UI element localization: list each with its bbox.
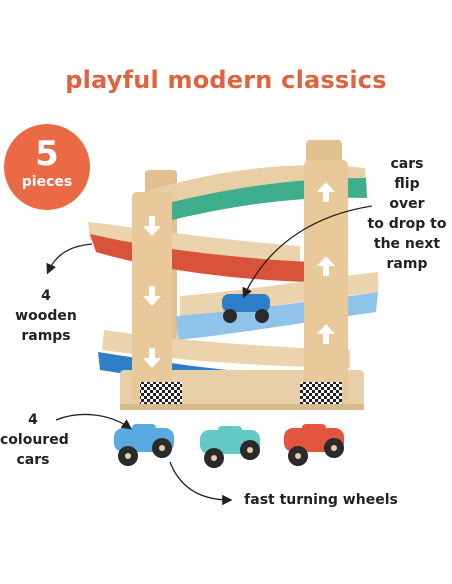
callout-line: 4 bbox=[41, 288, 51, 304]
curved-arrow-icon bbox=[242, 205, 373, 299]
callout-line: over bbox=[389, 196, 425, 212]
down-arrow-icon bbox=[143, 348, 161, 368]
curved-arrow-icon bbox=[46, 243, 93, 275]
callout-line: 4 bbox=[28, 412, 38, 428]
up-arrow-icon bbox=[317, 256, 335, 276]
down-arrow-icon bbox=[143, 216, 161, 236]
up-arrow-icon bbox=[317, 324, 335, 344]
callout-line: ramp bbox=[386, 256, 428, 272]
car-on-ramp bbox=[222, 294, 270, 323]
car-teal bbox=[200, 426, 260, 468]
down-arrow-icon bbox=[143, 286, 161, 306]
cars-flip-callout: cars flip over to drop to the next ramp bbox=[366, 154, 448, 274]
callout-line: flip bbox=[394, 176, 420, 192]
car-blue bbox=[114, 424, 174, 466]
ramps-callout: 4 wooden ramps bbox=[0, 286, 92, 346]
callout-line: to drop to bbox=[367, 216, 447, 232]
wheels-callout: fast turning wheels bbox=[244, 492, 398, 508]
base-shadow bbox=[120, 404, 364, 410]
front-post-right bbox=[304, 160, 348, 404]
pieces-label: pieces bbox=[21, 174, 73, 190]
up-arrow-icon bbox=[317, 182, 335, 202]
curved-arrow-icon bbox=[55, 413, 133, 430]
pieces-badge: 5 pieces bbox=[4, 124, 90, 210]
page-title: playful modern classics bbox=[65, 66, 387, 94]
callout-line: the next bbox=[373, 236, 441, 252]
checkered-flag-icon bbox=[140, 382, 182, 404]
callout-line: coloured bbox=[0, 432, 69, 448]
callout-line: cars bbox=[390, 156, 424, 172]
coloured-cars-callout: 4 coloured cars bbox=[0, 410, 69, 470]
pieces-count: 5 bbox=[35, 134, 59, 174]
checkered-flag-icon bbox=[300, 382, 342, 404]
callout-line: cars bbox=[16, 452, 50, 468]
car-red bbox=[284, 424, 344, 466]
callout-line: ramps bbox=[21, 328, 71, 344]
callout-line: wooden bbox=[15, 308, 77, 324]
curved-arrow-icon bbox=[169, 461, 233, 506]
